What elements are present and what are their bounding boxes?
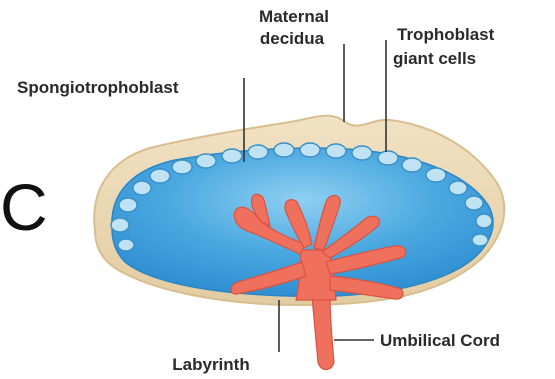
partial-letter: C <box>0 170 48 244</box>
label-umbilical-cord: Umbilical Cord <box>380 331 500 350</box>
label-maternal-decidua-line1: Maternal <box>259 7 329 26</box>
label-trophoblast-line2: giant cells <box>393 49 476 68</box>
umbilical-cord-stalk <box>312 296 334 370</box>
label-trophoblast-line1: Trophoblast <box>397 25 495 44</box>
label-labyrinth: Labyrinth <box>172 355 249 374</box>
label-maternal-decidua-line2: decidua <box>260 29 325 48</box>
label-spongiotrophoblast: Spongiotrophoblast <box>17 78 179 97</box>
